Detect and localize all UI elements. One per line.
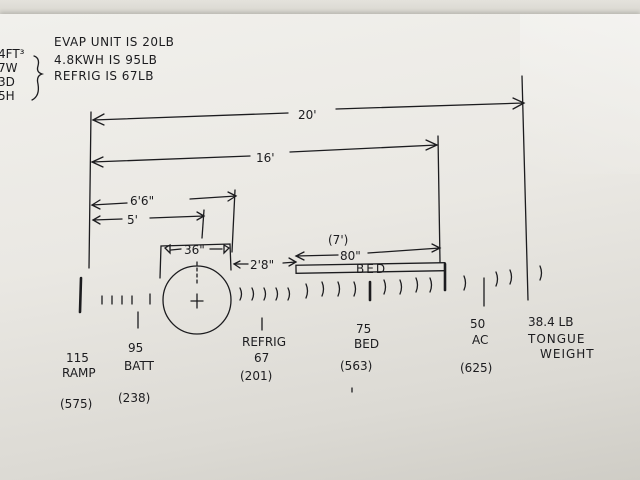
marker-ramp xyxy=(78,276,83,314)
tongue-line xyxy=(521,75,529,301)
note-refrig-weight: REFRIG IS 67LB xyxy=(54,69,154,83)
label-tongue: 38.4 LB TONGUE WEIGHT xyxy=(527,315,595,361)
dimension-bed: (7') 80" xyxy=(294,233,442,263)
tongue-name: TONGUE xyxy=(527,332,585,346)
batt-moment: (238) xyxy=(118,391,150,405)
dimension-gap: 2'8" xyxy=(232,257,298,272)
note-evap-unit: EVAP UNIT IS 20LB xyxy=(54,35,174,49)
rear-edge-line xyxy=(437,135,441,263)
batt-name: BATT xyxy=(124,359,155,373)
axle-mark-line xyxy=(231,189,236,253)
batt-weight: 95 xyxy=(128,341,143,355)
margin-note-depth: 3D xyxy=(0,75,15,89)
margin-note-width: 7W xyxy=(0,61,18,75)
bed-label: BED xyxy=(356,262,387,276)
load-ticks xyxy=(101,265,543,305)
dimension-to-battery: 5' xyxy=(91,211,206,227)
refrig-weight: REFRIG xyxy=(242,335,286,349)
dimension-to-axle: 6'6" xyxy=(90,191,238,210)
paper-fold-shade xyxy=(520,14,640,174)
label-ac: 50 AC (625) xyxy=(460,317,492,375)
label-ramp: 115 RAMP (575) xyxy=(60,351,96,411)
bed-weight: 75 xyxy=(356,322,371,336)
dim-label-bed-inches: 80" xyxy=(340,249,361,263)
bed-block: BED xyxy=(295,262,446,276)
ac-weight: 50 xyxy=(470,317,485,331)
bed-name: BED xyxy=(354,337,379,351)
dim-label-overall: 20' xyxy=(298,108,317,122)
dim-label-to-axle: 6'6" xyxy=(130,194,154,208)
ramp-name: RAMP xyxy=(62,366,96,380)
margin-note-volume: 4FT³ xyxy=(0,47,25,61)
label-bed: 75 BED (563) xyxy=(340,322,379,373)
bed-moment: (563) xyxy=(340,359,372,373)
dim-label-gap: 2'8" xyxy=(250,258,274,272)
ac-moment: (625) xyxy=(460,361,492,375)
dim-label-to-battery: 5' xyxy=(127,213,138,227)
load-markers xyxy=(78,262,485,331)
dim-label-wheel: 36" xyxy=(184,243,205,257)
front-edge-line xyxy=(88,111,92,269)
label-batt: 95 BATT (238) xyxy=(118,341,155,405)
dimension-overall: 20' xyxy=(91,97,526,126)
ramp-moment: (575) xyxy=(60,397,92,411)
ac-name: AC xyxy=(472,333,488,347)
tongue-weight: 38.4 LB xyxy=(528,315,573,329)
battery-mark-line xyxy=(201,209,205,239)
margin-note-height: 5H xyxy=(0,89,15,103)
dim-label-bed-feet: (7') xyxy=(328,233,348,247)
trailer-outline xyxy=(88,75,529,301)
note-battery-weight: 4.8KWH IS 95LB xyxy=(54,53,157,67)
wheel: 36" xyxy=(159,243,232,335)
weight-notes: EVAP UNIT IS 20LB 4.8KWH IS 95LB REFRIG … xyxy=(54,35,174,83)
dim-label-body: 16' xyxy=(256,151,275,165)
ramp-weight: 115 xyxy=(66,351,89,365)
margin-notes: 4FT³ 7W 3D 5H xyxy=(0,47,45,103)
margin-brace xyxy=(31,55,45,101)
refrig-name: 67 xyxy=(254,351,269,365)
dimension-body: 16' xyxy=(90,139,439,168)
tongue-extra: WEIGHT xyxy=(540,347,595,361)
paper-sheet xyxy=(0,14,640,480)
label-refrig: REFRIG 67 (201) xyxy=(240,335,286,383)
refrig-moment: (201) xyxy=(240,369,272,383)
wheel-circle xyxy=(162,265,232,335)
